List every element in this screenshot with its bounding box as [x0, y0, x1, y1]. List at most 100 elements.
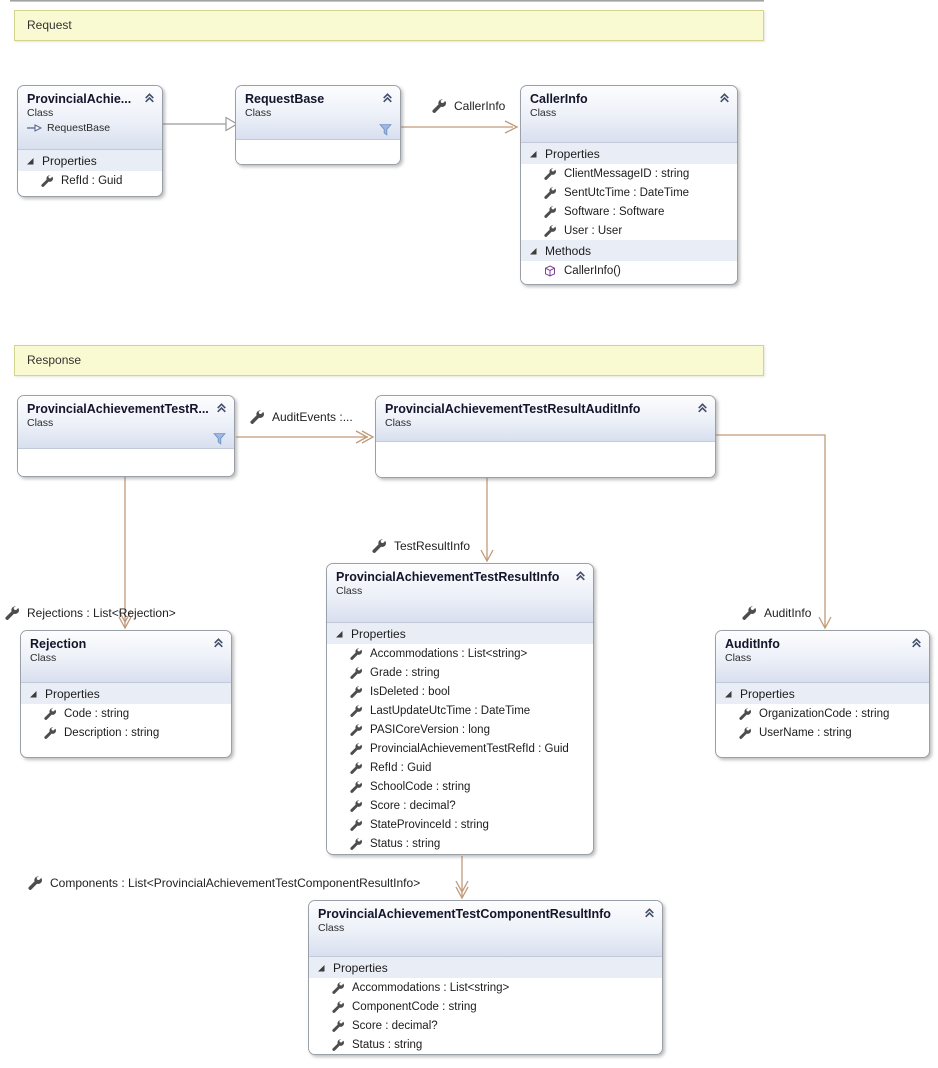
property-row[interactable]: Software : Software: [521, 202, 737, 221]
property-label: UserName : string: [759, 726, 852, 739]
collapse-icon[interactable]: [696, 401, 709, 414]
collapse-icon[interactable]: [381, 91, 394, 104]
property-row[interactable]: Accommodations : List<string>: [327, 644, 593, 663]
class-provincial-achie[interactable]: ProvincialAchie... Class RequestBase Pro…: [17, 85, 163, 197]
property-row[interactable]: Accommodations : List<string>: [309, 978, 662, 997]
property-label: Code : string: [64, 707, 130, 720]
components-connector: [455, 856, 469, 900]
wrench-icon: [350, 667, 362, 679]
property-row[interactable]: ProvincialAchievementTestRefId : Guid: [327, 739, 593, 758]
wrench-icon: [544, 187, 556, 199]
wrench-icon: [332, 1020, 344, 1032]
properties-section-header[interactable]: Properties: [309, 957, 662, 978]
property-row[interactable]: Grade : string: [327, 663, 593, 682]
property-label: OrganizationCode : string: [759, 707, 890, 720]
wrench-icon: [432, 99, 446, 113]
callerinfo-connector: [401, 120, 519, 134]
auditinfo-connector-label: AuditInfo: [742, 606, 811, 620]
property-row[interactable]: User : User: [521, 221, 737, 240]
class-header: AuditInfo Class: [716, 631, 929, 683]
property-row[interactable]: Score : decimal?: [309, 1016, 662, 1035]
class-kind: Class: [530, 107, 557, 119]
inheritance-connector: [163, 116, 239, 132]
filter-icon[interactable]: [213, 432, 226, 445]
class-request-base[interactable]: RequestBase Class: [235, 85, 401, 165]
collapse-icon[interactable]: [215, 401, 228, 414]
properties-section-header[interactable]: Properties: [327, 623, 593, 644]
wrench-icon: [372, 539, 386, 553]
collapse-icon[interactable]: [143, 91, 156, 104]
property-row[interactable]: UserName : string: [716, 723, 929, 742]
property-row[interactable]: SentUtcTime : DateTime: [521, 183, 737, 202]
wrench-icon: [41, 175, 53, 187]
class-title: AuditInfo: [725, 637, 780, 651]
property-label: Grade : string: [370, 666, 440, 679]
class-result-info[interactable]: ProvincialAchievementTestResultInfo Clas…: [326, 563, 594, 855]
section-label: Properties: [333, 960, 388, 975]
property-row[interactable]: StateProvinceId : string: [327, 815, 593, 834]
property-row[interactable]: LastUpdateUtcTime : DateTime: [327, 701, 593, 720]
class-rejection[interactable]: Rejection Class Properties Code : string…: [20, 630, 232, 758]
properties-section-header[interactable]: Properties: [521, 143, 737, 164]
expander-icon: [528, 149, 538, 159]
property-label: RefId : Guid: [370, 761, 432, 774]
property-row[interactable]: ComponentCode : string: [309, 997, 662, 1016]
property-label: Software : Software: [564, 205, 665, 218]
property-row[interactable]: RefId : Guid: [327, 758, 593, 777]
rejections-connector-label: Rejections : List<Rejection>: [5, 606, 176, 620]
property-row[interactable]: ClientMessageID : string: [521, 164, 737, 183]
method-label: CallerInfo(): [564, 264, 621, 277]
property-label: StateProvinceId : string: [370, 818, 489, 831]
class-body-empty: [18, 449, 234, 476]
property-row[interactable]: Status : string: [309, 1035, 662, 1054]
base-type-label: RequestBase: [47, 122, 111, 134]
components-connector-label: Components : List<ProvincialAchievementT…: [28, 876, 420, 890]
property-row[interactable]: OrganizationCode : string: [716, 704, 929, 723]
request-banner[interactable]: Request: [14, 10, 764, 41]
class-header: ProvincialAchievementTestComponentResult…: [309, 901, 662, 957]
collapse-icon[interactable]: [910, 636, 923, 649]
auditinfo-connector: [716, 434, 832, 630]
class-kind: Class: [725, 652, 752, 664]
response-banner[interactable]: Response: [14, 345, 764, 376]
expander-icon: [316, 963, 326, 973]
class-component-result-info[interactable]: ProvincialAchievementTestComponentResult…: [308, 900, 663, 1055]
property-row[interactable]: SchoolCode : string: [327, 777, 593, 796]
class-header: ProvincialAchievementTestResultAuditInfo…: [376, 396, 715, 442]
property-label: ClientMessageID : string: [564, 167, 690, 180]
class-kind: Class: [27, 417, 54, 429]
property-row[interactable]: IsDeleted : bool: [327, 682, 593, 701]
property-label: Accommodations : List<string>: [370, 647, 528, 660]
class-caller-info[interactable]: CallerInfo Class Properties ClientMessag…: [520, 85, 738, 285]
wrench-icon: [350, 705, 362, 717]
wrench-icon: [28, 876, 42, 890]
expander-icon: [28, 689, 38, 699]
properties-section-header[interactable]: Properties: [21, 683, 231, 704]
class-result-audit-info[interactable]: ProvincialAchievementTestResultAuditInfo…: [375, 395, 716, 478]
properties-section-header[interactable]: Properties: [716, 683, 929, 704]
class-audit-info[interactable]: AuditInfo Class Properties OrganizationC…: [715, 630, 930, 758]
class-body-empty: [236, 140, 400, 164]
collapse-icon[interactable]: [574, 569, 587, 582]
filter-icon[interactable]: [379, 123, 392, 136]
collapse-icon[interactable]: [718, 91, 731, 104]
class-kind: Class: [245, 107, 272, 119]
class-title: ProvincialAchievementTestResultInfo: [336, 570, 560, 584]
collapse-icon[interactable]: [643, 906, 656, 919]
properties-section-header[interactable]: Properties: [18, 150, 162, 171]
methods-section-header[interactable]: Methods: [521, 240, 737, 261]
class-provincial-achievement-test-r[interactable]: ProvincialAchievementTestR... Class: [17, 395, 235, 477]
expander-icon: [25, 156, 35, 166]
class-kind: Class: [336, 585, 363, 597]
property-row[interactable]: Score : decimal?: [327, 796, 593, 815]
property-row[interactable]: Status : string: [327, 834, 593, 853]
property-row[interactable]: Code : string: [21, 704, 231, 723]
collapse-icon[interactable]: [212, 636, 225, 649]
property-label: Status : string: [370, 837, 441, 850]
property-row[interactable]: PASICoreVersion : long: [327, 720, 593, 739]
property-label: Score : decimal?: [352, 1019, 438, 1032]
property-row[interactable]: Description : string: [21, 723, 231, 742]
property-row[interactable]: RefId : Guid: [18, 171, 162, 190]
wrench-icon: [44, 727, 56, 739]
method-row[interactable]: CallerInfo(): [521, 261, 737, 280]
